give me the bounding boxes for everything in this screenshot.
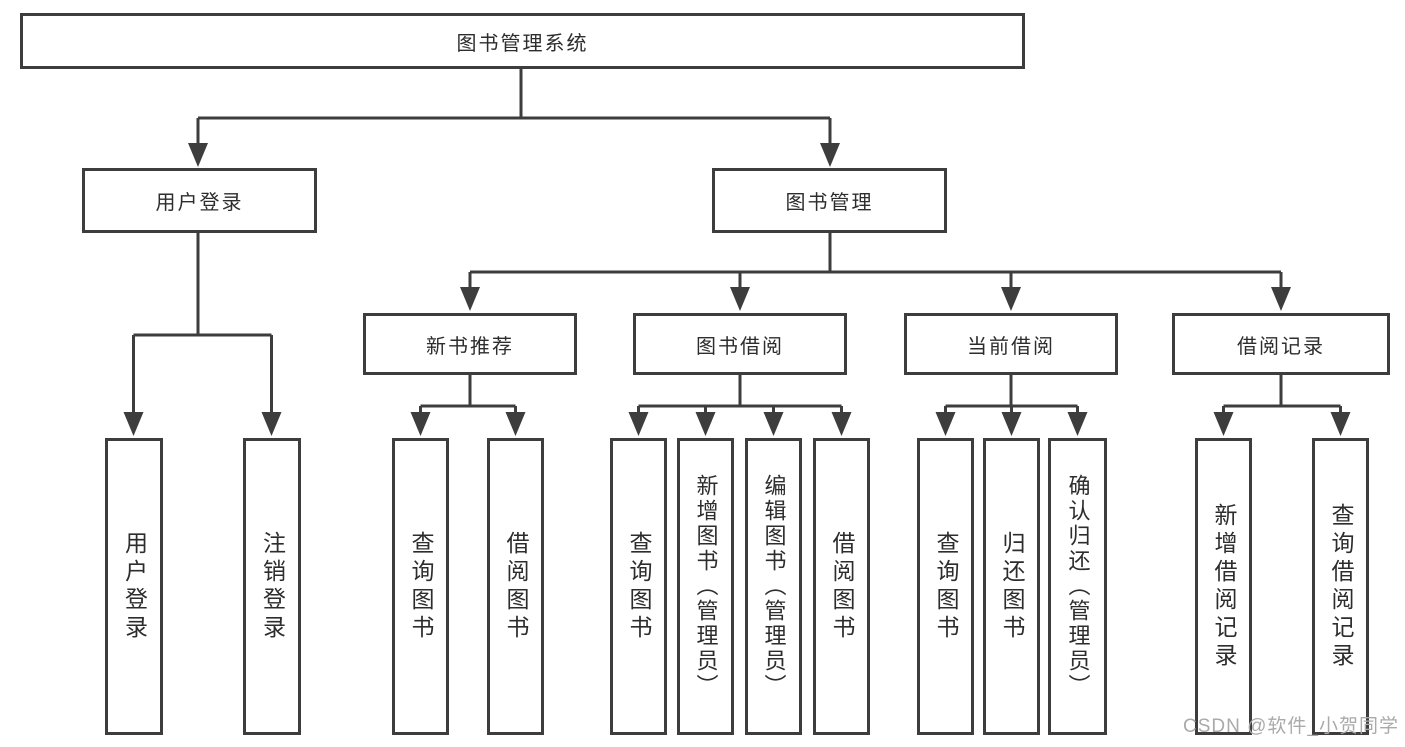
leaf-query-books-current: 查询图书	[917, 438, 974, 735]
node-book-borrowing: 图书借阅	[633, 313, 847, 375]
csdn-watermark: CSDN @软件_小贺同学	[1183, 716, 1399, 737]
node-label: 当前借阅	[967, 335, 1055, 358]
node-label: 图书管理	[785, 192, 874, 214]
leaf-add-borrow-record: 新增借阅记录	[1195, 438, 1252, 735]
node-label: 用户登录	[155, 192, 244, 214]
node-label: 图书借阅	[696, 335, 784, 358]
leaf-query-books-borrowing: 查询图书	[610, 438, 667, 735]
node-label: 注销登录	[259, 530, 286, 643]
node-label: 编辑图书（管理员）	[761, 474, 787, 699]
leaf-add-book-admin: 新增图书（管理员）	[677, 438, 734, 735]
leaf-borrow-books-recommend: 借阅图书	[487, 438, 544, 735]
node-label: 查询借阅记录	[1328, 502, 1354, 671]
node-current-borrowing: 当前借阅	[904, 313, 1118, 375]
node-label: 借阅图书	[829, 530, 855, 643]
leaf-borrow-books-borrowing: 借阅图书	[813, 438, 870, 735]
node-label: 查询图书	[933, 530, 959, 643]
leaf-query-books-recommend: 查询图书	[392, 438, 449, 735]
node-label: 新书推荐	[426, 335, 514, 358]
node-label: 借阅图书	[503, 530, 529, 643]
leaf-query-borrow-record: 查询借阅记录	[1312, 438, 1369, 735]
node-new-book-recommend: 新书推荐	[363, 313, 577, 375]
node-label: 用户登录	[121, 530, 148, 643]
node-book-management: 图书管理	[712, 168, 947, 233]
node-library-management-system: 图书管理系统	[20, 13, 1025, 69]
node-borrowing-records: 借阅记录	[1172, 313, 1390, 375]
node-label: 新增借阅记录	[1211, 502, 1237, 671]
node-label: 确认归还（管理员）	[1065, 474, 1091, 699]
node-user-login-branch: 用户登录	[82, 168, 317, 233]
leaf-edit-book-admin: 编辑图书（管理员）	[745, 438, 802, 735]
node-label: 查询图书	[626, 530, 652, 643]
leaf-return-books: 归还图书	[983, 438, 1040, 735]
node-label: 新增图书（管理员）	[693, 474, 719, 699]
node-label: 查询图书	[408, 530, 434, 643]
leaf-user-login: 用户登录	[105, 438, 163, 735]
node-label: 图书管理系统	[456, 32, 589, 55]
node-label: 归还图书	[999, 530, 1025, 643]
node-label: 借阅记录	[1237, 335, 1325, 358]
leaf-confirm-return-admin: 确认归还（管理员）	[1048, 438, 1107, 735]
leaf-logout: 注销登录	[243, 438, 301, 735]
